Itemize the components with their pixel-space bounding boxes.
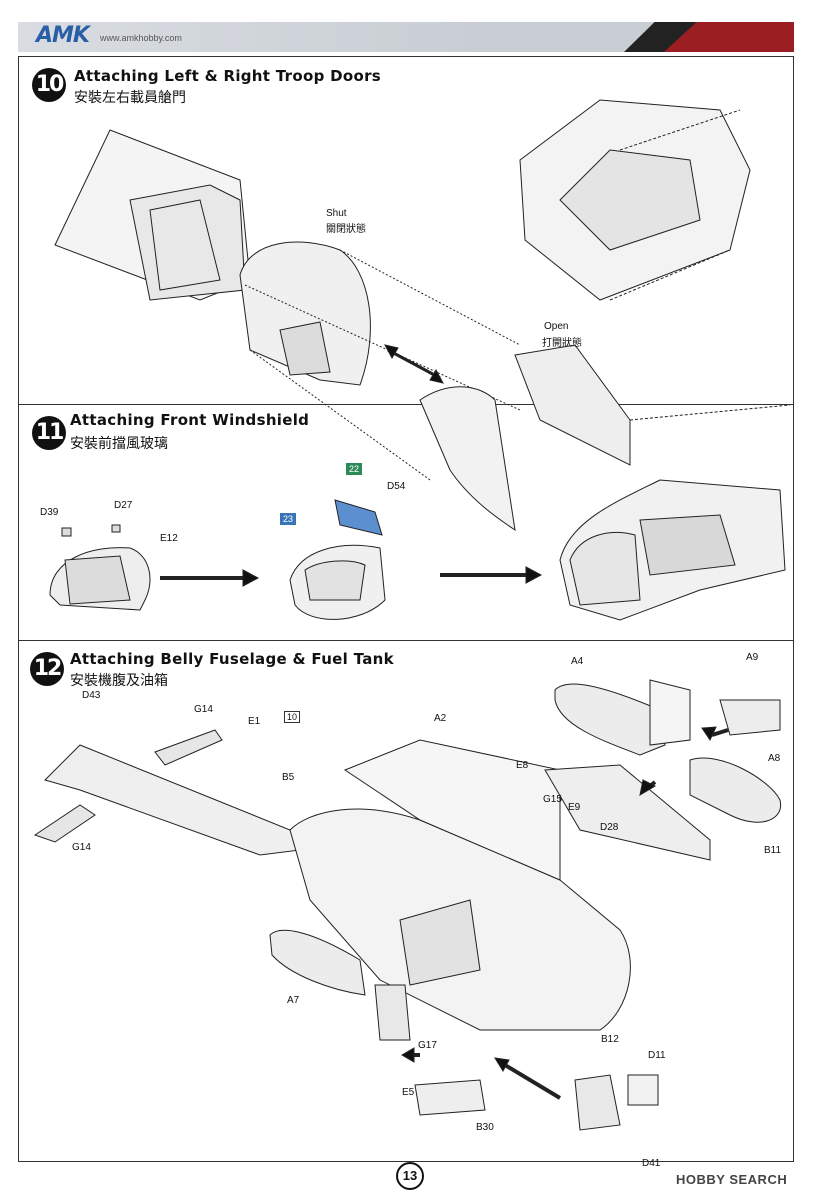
part-label: D39 (40, 507, 59, 518)
step-10-number: 10 (32, 68, 66, 102)
part-label: B30 (476, 1122, 494, 1133)
reference-step-box: 10 (284, 711, 301, 723)
step-10-title: Attaching Left & Right Troop Doors (74, 67, 382, 85)
part-label: A8 (768, 753, 781, 764)
part-label: B12 (601, 1034, 619, 1045)
page-header: AMK www.amkhobby.com (18, 22, 794, 52)
instruction-frame (18, 56, 794, 1162)
part-label: G14 (194, 704, 213, 715)
amk-logo: AMK (36, 23, 90, 48)
part-label: G14 (72, 842, 91, 853)
part-label: E8 (516, 760, 529, 771)
part-label: A4 (571, 656, 584, 667)
part-label: D41 (642, 1158, 661, 1169)
part-label: D28 (600, 822, 619, 833)
part-label: G15 (543, 794, 562, 805)
open-label: Open (544, 321, 569, 332)
part-label: D54 (387, 481, 406, 492)
part-label: E1 (248, 716, 261, 727)
step-11-title: Attaching Front Windshield (70, 411, 310, 429)
part-label: D43 (82, 690, 101, 701)
header-url: www.amkhobby.com (100, 33, 182, 43)
paint-code-green: 22 (346, 463, 363, 475)
watermark: HOBBY SEARCH (676, 1172, 788, 1187)
step-12-number: 12 (30, 652, 64, 686)
step-10-subtitle: 安裝左右載員艙門 (74, 89, 186, 105)
part-label: D11 (648, 1050, 666, 1061)
step-12-subtitle: 安裝機腹及油箱 (70, 672, 168, 688)
part-label: G17 (418, 1040, 437, 1051)
part-label: E9 (568, 802, 581, 813)
step-11-number: 11 (32, 416, 66, 450)
section-divider-10-11 (18, 404, 794, 405)
part-label: B11 (764, 845, 782, 856)
page-number: 13 (396, 1162, 424, 1190)
part-label: E5 (402, 1087, 415, 1098)
part-label: B5 (282, 772, 295, 783)
shut-label-zh: 關閉狀態 (326, 224, 366, 235)
open-label-zh: 打開狀態 (542, 338, 582, 349)
part-label: E12 (160, 533, 178, 544)
step-11-subtitle: 安裝前擋風玻璃 (70, 435, 168, 451)
section-divider-11-12 (18, 640, 794, 641)
step-12-title: Attaching Belly Fuselage & Fuel Tank (70, 650, 394, 668)
part-label: A2 (434, 713, 447, 724)
part-label: A7 (287, 995, 300, 1006)
part-label: A9 (746, 652, 759, 663)
shut-label: Shut (326, 208, 347, 219)
part-label: D27 (114, 500, 133, 511)
paint-code-blue: 23 (280, 513, 297, 525)
